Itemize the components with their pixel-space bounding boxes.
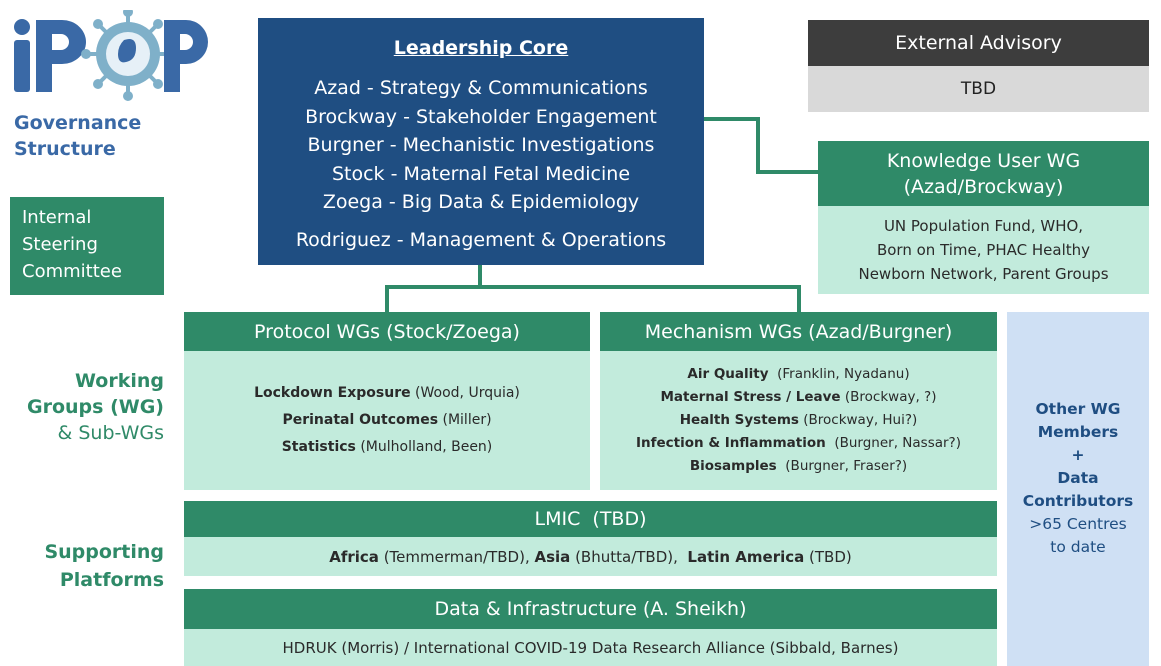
- title-line: Structure: [14, 138, 116, 160]
- knowledge-leads: (Azad/Brockway): [903, 175, 1064, 198]
- lmic-region: Asia: [534, 547, 571, 566]
- knowledge-user-wg-body: UN Population Fund, WHO, Born on Time, P…: [818, 206, 1149, 294]
- leadership-member: Burgner - Mechanistic Investigations: [307, 134, 655, 156]
- leadership-member: Brockway - Stakeholder Engagement: [305, 105, 657, 128]
- page-title: Governance Structure: [14, 110, 184, 162]
- protocol-item-name: Perinatal Outcomes: [282, 412, 439, 428]
- other-line: to date: [1050, 538, 1106, 556]
- data-infrastructure-heading: Data & Infrastructure (A. Sheikh): [434, 598, 747, 620]
- lmic-heading: LMIC (TBD): [534, 508, 647, 530]
- logo-text: iPOP: [210, 10, 211, 11]
- mechanism-item: Biosamples (Burgner, Fraser?): [690, 455, 907, 478]
- knowledge-member: Born on Time, PHAC Healthy: [876, 241, 1091, 259]
- title-line: Governance: [14, 112, 142, 134]
- mechanism-item: Health Systems (Brockway, Hui?): [680, 409, 918, 432]
- protocol-heading: Protocol WGs (Stock/Zoega): [254, 320, 520, 343]
- protocol-item: Lockdown Exposure (Wood, Urquia): [254, 380, 520, 407]
- protocol-item-name: Lockdown Exposure: [254, 385, 411, 401]
- connector-leader-knowledge-v: [756, 117, 760, 174]
- logo-graphic: [14, 7, 208, 101]
- wg-label-line: & Sub-WGs: [57, 422, 164, 444]
- mechanism-item-name: Biosamples: [689, 458, 777, 474]
- mechanism-heading: Mechanism WGs (Azad/Burgner): [644, 320, 953, 343]
- leadership-member: Stock - Maternal Fetal Medicine: [331, 162, 631, 185]
- lmic-region: Africa: [329, 547, 379, 566]
- knowledge-member: Newborn Network, Parent Groups: [858, 265, 1109, 283]
- protocol-item-people: (Wood, Urquia): [410, 385, 520, 401]
- mechanism-item-name: Maternal Stress / Leave: [660, 389, 841, 405]
- wg-label-line: Groups (WG): [27, 396, 164, 418]
- lmic-region-people: (Temmerman/TBD),: [378, 547, 535, 566]
- mechanism-item-name: Infection & Inflammation: [635, 435, 826, 451]
- other-line: >65 Centres: [1029, 515, 1127, 533]
- mechanism-wg-body: Air Quality (Franklin, Nyadanu) Maternal…: [600, 351, 997, 490]
- other-line: +: [1071, 446, 1085, 464]
- mechanism-item: Air Quality (Franklin, Nyadanu): [687, 363, 909, 386]
- mechanism-item: Infection & Inflammation (Burgner, Nassa…: [636, 432, 961, 455]
- connector-leader-knowledge-h: [704, 117, 759, 121]
- leadership-member: Azad - Strategy & Communications: [314, 77, 648, 99]
- other-line: Members: [1037, 423, 1119, 441]
- mechanism-item-people: (Burgner, Fraser?): [776, 458, 908, 474]
- leadership-members: Azad - Strategy & Communications Brockwa…: [258, 74, 704, 217]
- supporting-platforms-label: Supporting Platforms: [12, 538, 164, 594]
- lmic-region: Latin America: [687, 547, 805, 566]
- knowledge-member: UN Population Fund, WHO,: [883, 217, 1084, 235]
- leadership-core: Leadership Core Azad - Strategy & Commun…: [258, 18, 704, 265]
- connector-split-h: [385, 285, 801, 289]
- mechanism-wg-header: Mechanism WGs (Azad/Burgner): [600, 312, 997, 351]
- knowledge-heading: Knowledge User WG: [886, 149, 1081, 172]
- protocol-item-name: Statistics: [281, 439, 356, 455]
- mechanism-item-people: (Brockway, ?): [840, 389, 937, 405]
- connector-protocol-v: [385, 285, 389, 313]
- data-infrastructure-header: Data & Infrastructure (A. Sheikh): [184, 589, 997, 629]
- mechanism-item-people: (Franklin, Nyadanu): [768, 366, 910, 382]
- steering-line: Steering: [22, 234, 98, 255]
- knowledge-user-wg-header: Knowledge User WG (Azad/Brockway): [818, 141, 1149, 206]
- other-line: Data: [1057, 469, 1099, 487]
- mechanism-item-people: (Brockway, Hui?): [798, 412, 918, 428]
- external-advisory-body: TBD: [808, 66, 1149, 112]
- other-line: Other WG: [1035, 400, 1121, 418]
- other-line: Contributors: [1022, 492, 1134, 510]
- mechanism-item-name: Air Quality: [687, 366, 769, 382]
- supporting-label-line: Platforms: [59, 569, 164, 591]
- mechanism-item-name: Health Systems: [679, 412, 799, 428]
- protocol-item: Statistics (Mulholland, Been): [282, 434, 493, 461]
- protocol-item: Perinatal Outcomes (Miller): [282, 407, 491, 434]
- mechanism-item: Maternal Stress / Leave (Brockway, ?): [661, 386, 937, 409]
- data-infrastructure-members: HDRUK (Morris) / International COVID-19 …: [282, 638, 899, 657]
- connector-mechanism-v: [797, 285, 801, 313]
- external-advisory-value: TBD: [960, 79, 997, 99]
- wg-label-line: Working: [75, 370, 164, 392]
- supporting-label-line: Supporting: [44, 541, 164, 563]
- lmic-region-people: (TBD): [804, 547, 852, 566]
- leadership-management: Rodriguez - Management & Operations: [295, 228, 667, 251]
- internal-steering-committee: Internal Steering Committee: [10, 197, 164, 295]
- leadership-member: Zoega - Big Data & Epidemiology: [322, 191, 640, 213]
- lmic-header: LMIC (TBD): [184, 501, 997, 537]
- external-advisory-header: External Advisory: [808, 20, 1149, 66]
- leadership-heading: Leadership Core: [393, 37, 569, 59]
- lmic-body: Africa (Temmerman/TBD), Asia (Bhutta/TBD…: [184, 537, 997, 576]
- external-advisory-heading: External Advisory: [895, 32, 1062, 54]
- data-infrastructure-body: HDRUK (Morris) / International COVID-19 …: [184, 629, 997, 666]
- connector-leader-knowledge-h2: [756, 170, 820, 174]
- ipop-logo: iPOP: [10, 7, 211, 102]
- protocol-wg-header: Protocol WGs (Stock/Zoega): [184, 312, 590, 351]
- other-wg-members-panel: Other WG Members + Data Contributors >65…: [1007, 312, 1149, 666]
- steering-line: Committee: [22, 261, 122, 282]
- lmic-region-people: (Bhutta/TBD),: [570, 547, 688, 566]
- working-groups-label: Working Groups (WG) & Sub-WGs: [12, 368, 164, 446]
- protocol-wg-body: Lockdown Exposure (Wood, Urquia) Perinat…: [184, 351, 590, 490]
- protocol-item-people: (Miller): [438, 412, 492, 428]
- connector-leader-down: [478, 265, 482, 287]
- steering-line: Internal: [22, 207, 92, 228]
- mechanism-item-people: (Burgner, Nassar?): [825, 435, 961, 451]
- protocol-item-people: (Mulholland, Been): [355, 439, 493, 455]
